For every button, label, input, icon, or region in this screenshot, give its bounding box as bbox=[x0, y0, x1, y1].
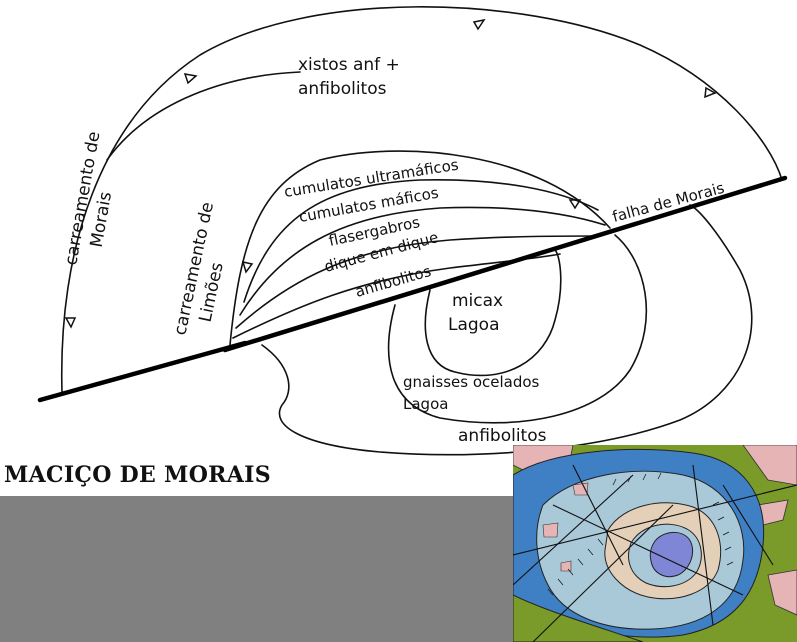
label-anfibolitos-outer: anfibolitos bbox=[458, 426, 547, 446]
thrust-tooth-icon bbox=[568, 199, 582, 210]
thrust-morais-outer-arc bbox=[60, 6, 783, 393]
fault-morais-left bbox=[37, 340, 248, 403]
fault-morais-right bbox=[222, 175, 788, 353]
thrust-tooth-icon bbox=[64, 317, 77, 329]
thrust-limoes-dome bbox=[229, 150, 611, 346]
band-flasergabros bbox=[235, 235, 601, 329]
geological-map-inset bbox=[513, 445, 797, 642]
label-xistos-line2: anfibolitos bbox=[298, 79, 387, 99]
label-micax-line2: Lagoa bbox=[448, 315, 500, 335]
label-gnaisses-line2: Lagoa bbox=[403, 395, 448, 413]
thrust-tooth-icon bbox=[241, 260, 254, 274]
label-anfibolitos-inner: anfibolitos bbox=[353, 262, 433, 301]
band-cumulatos-maficos bbox=[239, 206, 606, 316]
label-micax-line1: micax bbox=[452, 291, 503, 311]
contact-micax-lagoa bbox=[424, 249, 562, 377]
title-macico-de-morais: MACIÇO DE MORAIS bbox=[4, 462, 271, 488]
thrust-tooth-icon bbox=[472, 18, 486, 31]
band-cumulatos-ultramaficos bbox=[243, 178, 599, 303]
label-xistos-line1: xistos anf + bbox=[298, 55, 400, 75]
contact-gnaisses-ocelados bbox=[387, 234, 648, 424]
thrust-tooth-icon bbox=[704, 86, 717, 99]
label-gnaisses-line1: gnaisses ocelados bbox=[403, 373, 540, 391]
thrust-morais-inner-arc bbox=[106, 71, 301, 161]
thrust-tooth-icon bbox=[183, 73, 198, 85]
